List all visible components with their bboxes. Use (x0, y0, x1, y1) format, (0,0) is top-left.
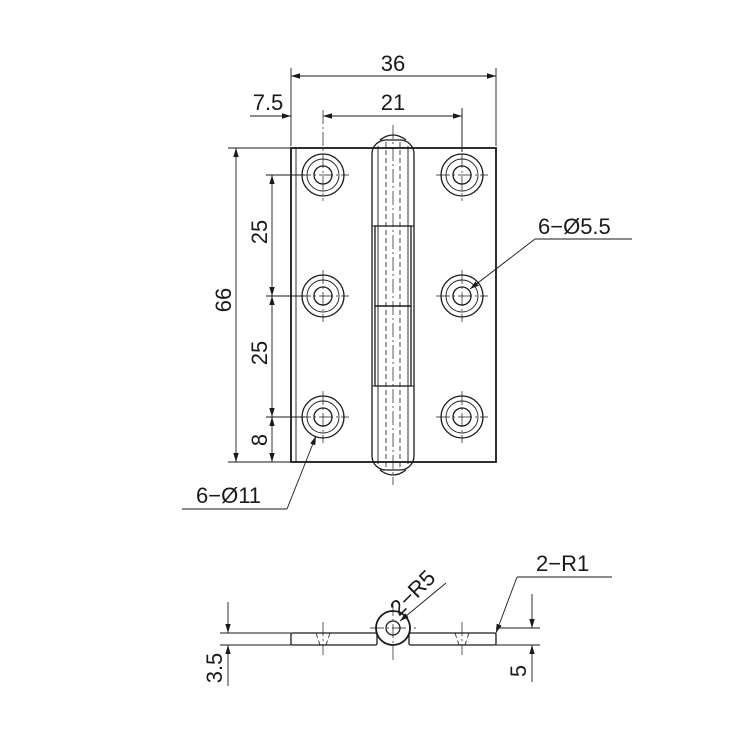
callout-text-6-d5-5: 6−Ø5.5 (538, 214, 611, 239)
dim-text-3-5: 3.5 (202, 653, 227, 684)
dim-text-66: 66 (211, 288, 236, 312)
dim-text-7-5: 7.5 (253, 90, 284, 115)
callout-text-2-r1: 2−R1 (536, 551, 589, 576)
hole-top-left (297, 110, 349, 201)
dim-hole-pitch: 25 25 8 (247, 174, 305, 462)
side-view: 2−R5 2−R1 3.5 5 (202, 551, 612, 686)
dim-text-36: 36 (381, 51, 405, 76)
hole-top-right (436, 110, 488, 201)
dim-text-5: 5 (506, 665, 531, 677)
dim-text-8: 8 (247, 434, 272, 446)
front-view: 36 21 7.5 66 25 25 8 (182, 51, 632, 510)
callout-text-2-r5: 2−R5 (385, 565, 440, 620)
dim-text-21: 21 (381, 90, 405, 115)
callout-knuckle-radius: 2−R5 (385, 565, 447, 622)
dim-thickness: 3.5 (202, 602, 291, 686)
dim-text-25-upper: 25 (247, 220, 272, 244)
side-hole-hints (315, 622, 470, 655)
dim-overall-width: 36 (290, 51, 497, 146)
callout-small-holes: 6−Ø5.5 (469, 214, 632, 290)
hole-middle-right (436, 270, 488, 322)
hinge-plate-outline (290, 147, 497, 463)
dim-hole-spacing: 21 (323, 90, 463, 152)
callout-text-6-d11: 6−Ø11 (196, 483, 261, 508)
right-leaf (408, 632, 497, 646)
dim-leaf-thickness: 5 (496, 594, 540, 682)
dim-edge-offset: 7.5 (250, 90, 291, 119)
callout-counterbores: 6−Ø11 (182, 435, 317, 510)
knuckle-barrel (371, 125, 415, 485)
dim-overall-height: 66 (211, 147, 291, 463)
callout-corner-radius: 2−R1 (495, 551, 612, 634)
mounting-holes (297, 110, 488, 443)
dim-text-25-lower: 25 (247, 341, 272, 365)
hole-bottom-right (436, 391, 488, 443)
left-leaf (290, 632, 378, 646)
